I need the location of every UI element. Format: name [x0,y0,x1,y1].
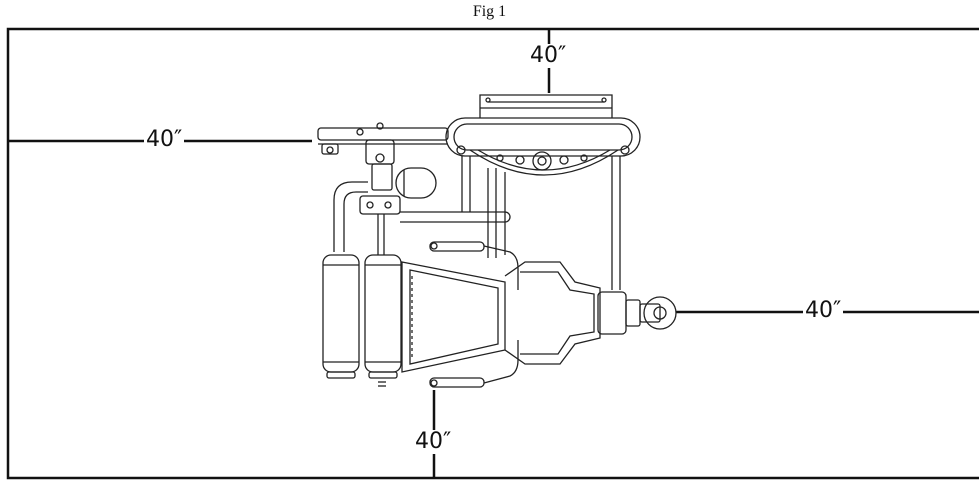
handle-top [429,241,519,290]
pulley-assembly [317,122,511,223]
bottom-clearance-label: 40″ [413,429,454,454]
right-clearance-label: 40″ [803,298,844,323]
clearance-boundary [6,27,979,480]
machine-drawing [317,94,677,388]
main-column [504,261,677,365]
pedal-roller-right [364,254,402,387]
left-clearance-label: 40″ [144,127,185,152]
pedal-roller-left [322,254,360,379]
console-bracket [479,94,613,118]
figure-title: Fig 1 [472,3,507,20]
seat [401,261,506,373]
top-housing [445,117,641,176]
top-clearance-label: 40″ [528,43,569,68]
rails [461,156,621,290]
handle-bottom [429,340,519,388]
left-frame [333,181,385,255]
